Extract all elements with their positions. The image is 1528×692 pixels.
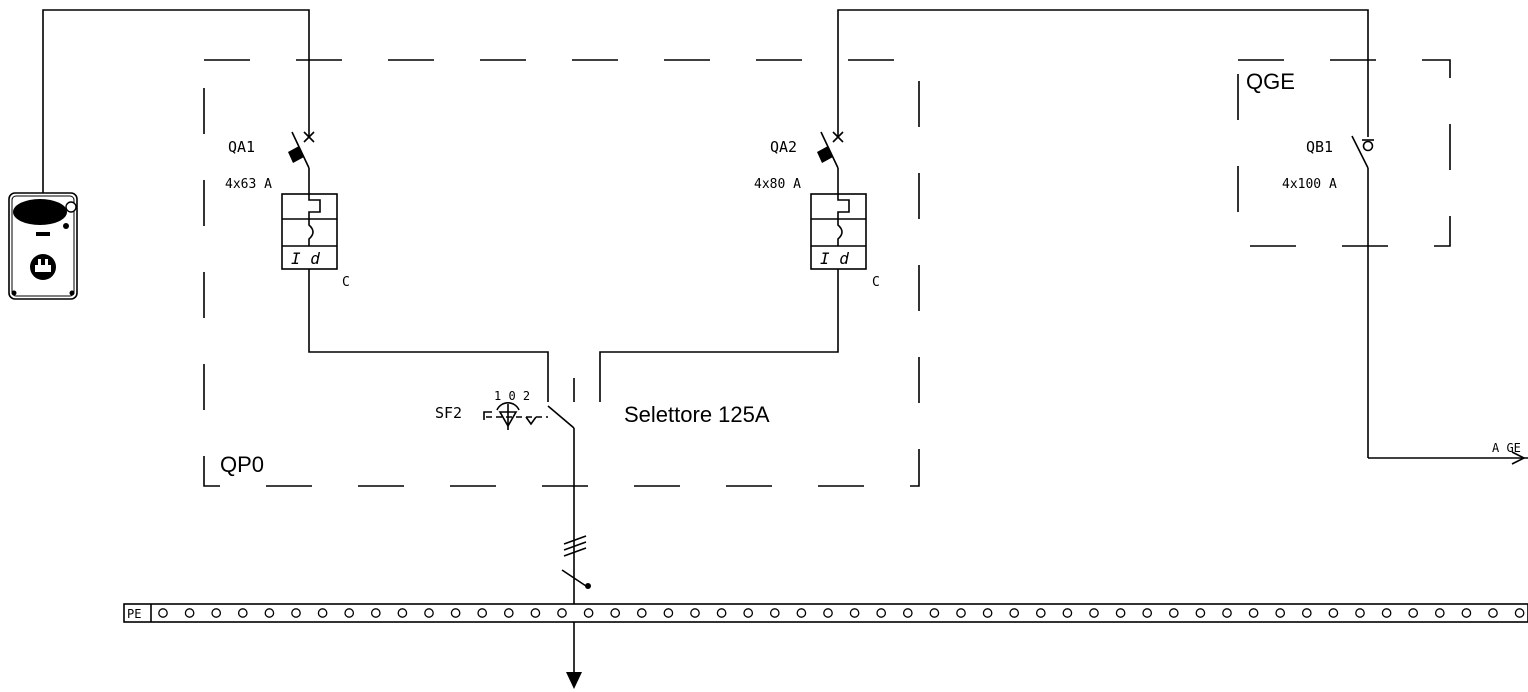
pe-terminal — [929, 608, 940, 618]
pe-terminal — [1062, 608, 1073, 618]
switch-qb1-rating: 4x100 A — [1282, 177, 1337, 192]
output-arrow-icon — [1511, 451, 1526, 465]
panel-qge-border — [1237, 59, 1451, 247]
breaker-qa1-tag: QA1 — [228, 138, 255, 156]
pe-terminal — [211, 608, 222, 618]
pe-terminal — [1381, 608, 1392, 618]
selector-sf2 — [483, 402, 575, 604]
pe-terminal — [1248, 608, 1259, 618]
pe-terminal — [370, 608, 381, 618]
pe-terminal — [1009, 608, 1020, 618]
pe-terminal — [503, 608, 514, 618]
breaker-qa1-rating: 4x63 A — [225, 177, 272, 192]
pe-terminal — [583, 608, 594, 618]
pe-terminal — [1461, 608, 1472, 618]
pe-terminal — [237, 608, 248, 618]
pe-terminal — [1355, 608, 1365, 618]
pe-terminal — [1115, 608, 1126, 618]
pe-terminal — [1195, 608, 1206, 618]
pe-terminal — [317, 608, 328, 618]
wire-qa2-to-selector — [599, 269, 839, 402]
breaker-qa2-rcd-label: I d — [820, 249, 849, 268]
pe-terminal — [876, 608, 887, 618]
pe-terminal — [716, 608, 727, 618]
disconnect-switch — [561, 569, 591, 589]
generator-socket-icon — [8, 192, 78, 300]
pe-terminal — [1035, 608, 1046, 618]
pe-terminal — [450, 608, 461, 618]
pe-terminal — [690, 608, 700, 618]
pe-terminal — [424, 608, 434, 618]
breaker-qa2-curve: C — [872, 275, 880, 290]
pe-terminal — [1275, 608, 1286, 618]
pe-terminal — [823, 608, 833, 618]
pe-terminal — [956, 608, 966, 618]
pe-terminal — [796, 608, 807, 618]
pe-terminal — [1301, 608, 1312, 618]
pe-terminal — [264, 608, 275, 618]
pe-terminal — [1434, 608, 1445, 618]
breaker-qa1-curve: C — [342, 275, 350, 290]
pe-terminal — [557, 608, 567, 618]
pe-bar-label: PE — [127, 607, 141, 621]
pe-terminal — [158, 608, 168, 618]
output-label: A GE — [1492, 441, 1521, 455]
selector-tag: SF2 — [435, 404, 462, 422]
pe-terminal — [1089, 608, 1099, 618]
wire-qa1-to-selector — [308, 269, 549, 402]
pe-terminal — [1514, 608, 1525, 618]
pe-terminal — [344, 608, 355, 618]
pe-terminal — [1488, 608, 1498, 618]
three-phase-marks — [563, 535, 587, 557]
pe-terminal — [530, 608, 541, 618]
selector-label: Selettore 125A — [624, 402, 770, 427]
pe-bar-terminals — [158, 608, 1525, 618]
pe-terminal — [636, 608, 647, 618]
pe-terminal — [184, 608, 195, 618]
pe-terminal — [982, 608, 993, 618]
pe-terminal — [397, 608, 408, 618]
pe-terminal — [769, 608, 780, 618]
breaker-qa1-rcd-label: I d — [291, 249, 320, 268]
panel-qge-label: QGE — [1246, 69, 1295, 94]
breaker-qa2-rating: 4x80 A — [754, 177, 801, 192]
selector-positions: 1 0 2 — [494, 389, 530, 403]
wire-qa2-to-qb1 — [837, 9, 1369, 137]
pe-terminal — [1328, 608, 1339, 618]
pe-terminal — [663, 608, 674, 618]
pe-terminal — [610, 608, 621, 618]
panel-qp0-label: QP0 — [220, 452, 264, 477]
pe-terminal — [902, 608, 913, 618]
pe-terminal — [291, 608, 301, 618]
switch-qb1 — [1351, 135, 1528, 459]
wire-generator-to-qa1 — [42, 9, 310, 193]
pe-terminal — [1408, 608, 1419, 618]
panel-qp0-border — [203, 59, 920, 487]
pe-terminal — [1222, 608, 1232, 618]
down-arrow-icon — [566, 672, 582, 689]
pe-terminal — [477, 608, 488, 618]
switch-qb1-tag: QB1 — [1306, 138, 1333, 156]
pe-terminal — [1142, 608, 1153, 618]
breaker-qa2-tag: QA2 — [770, 138, 797, 156]
pe-terminal — [1168, 608, 1179, 618]
pe-terminal — [849, 608, 860, 618]
pe-terminal — [743, 608, 754, 618]
pe-bar — [123, 603, 1528, 623]
